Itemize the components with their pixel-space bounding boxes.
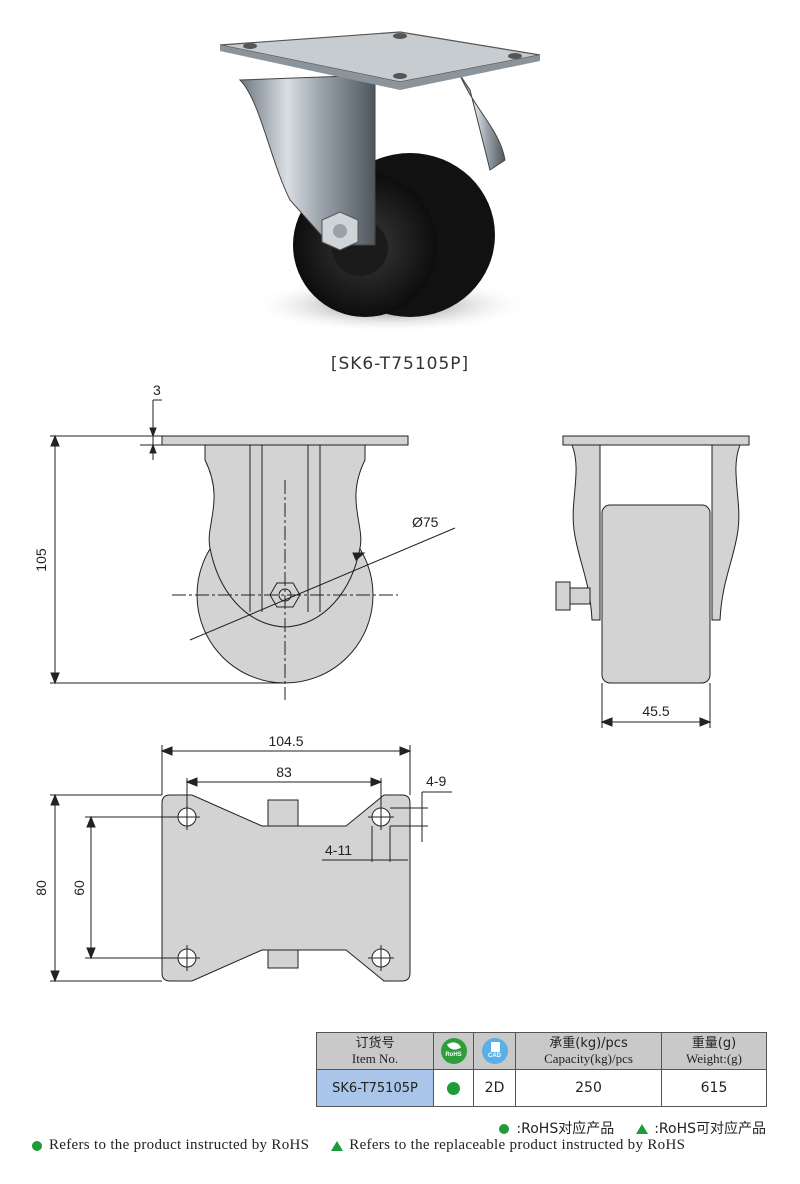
side-view bbox=[555, 435, 750, 728]
rohs-compliant-dot-icon bbox=[447, 1081, 460, 1095]
cad-cell[interactable]: 2D bbox=[473, 1069, 516, 1107]
side-fork-left bbox=[571, 444, 601, 621]
dim-wheel-diameter: Ø75 bbox=[412, 514, 439, 530]
legend-english: Refers to the product instructed by RoHS… bbox=[32, 1137, 685, 1154]
table-header-row: 订货号 Item No. RoHS CAD 承重(kg)/pcs Capacit… bbox=[316, 1032, 767, 1070]
spec-table: 订货号 Item No. RoHS CAD 承重(kg)/pcs Capacit… bbox=[316, 1032, 767, 1107]
green-triangle-icon bbox=[636, 1124, 649, 1134]
dim-hole-spacing-short: 60 bbox=[71, 880, 87, 896]
model-caption: [SK6-T75105P] bbox=[330, 354, 470, 374]
dim-hole-spacing-long: 83 bbox=[276, 764, 292, 780]
technical-drawings: 3 105 Ø75 45.5 104.5 83 4-9 4-11 80 60 bbox=[33, 382, 750, 983]
header-cad: CAD bbox=[473, 1032, 516, 1070]
front-view bbox=[50, 399, 456, 700]
green-dot-icon bbox=[32, 1140, 42, 1151]
dim-wheel-width: 45.5 bbox=[642, 703, 669, 719]
green-triangle-icon bbox=[331, 1140, 344, 1151]
dim-plate-width: 80 bbox=[33, 880, 49, 896]
caster-product-photo bbox=[219, 31, 541, 333]
side-fork-right bbox=[711, 444, 741, 621]
rohs-cell bbox=[433, 1069, 474, 1107]
base-plate bbox=[161, 794, 411, 982]
dim-plate-thickness: 3 bbox=[153, 382, 161, 398]
header-weight: 重量(g) Weight:(g) bbox=[661, 1032, 767, 1070]
header-item-no: 订货号 Item No. bbox=[316, 1032, 434, 1070]
dim-total-height: 105 bbox=[33, 548, 49, 572]
legend-chinese: :RoHS对应产品:RoHS可对应产品 bbox=[499, 1118, 766, 1138]
dim-slot-size-b: 4-11 bbox=[325, 842, 352, 858]
capacity-cell: 250 bbox=[515, 1069, 662, 1107]
side-plate bbox=[562, 435, 750, 446]
header-capacity: 承重(kg)/pcs Capacity(kg)/pcs bbox=[515, 1032, 662, 1070]
item-no-cell[interactable]: SK6-T75105P bbox=[316, 1069, 434, 1107]
rohs-icon: RoHS bbox=[440, 1038, 467, 1064]
dim-slot-size-a: 4-9 bbox=[426, 773, 446, 789]
header-rohs: RoHS bbox=[433, 1032, 474, 1070]
dim-plate-length: 104.5 bbox=[268, 733, 303, 749]
side-wheel bbox=[601, 504, 711, 684]
cad-file-icon: CAD bbox=[481, 1038, 508, 1064]
green-dot-icon bbox=[499, 1124, 510, 1134]
fork-right bbox=[459, 74, 506, 171]
bottom-view bbox=[50, 745, 452, 983]
front-plate bbox=[161, 435, 409, 446]
weight-cell: 615 bbox=[661, 1069, 767, 1107]
table-row: SK6-T75105P 2D 250 615 bbox=[316, 1069, 767, 1107]
